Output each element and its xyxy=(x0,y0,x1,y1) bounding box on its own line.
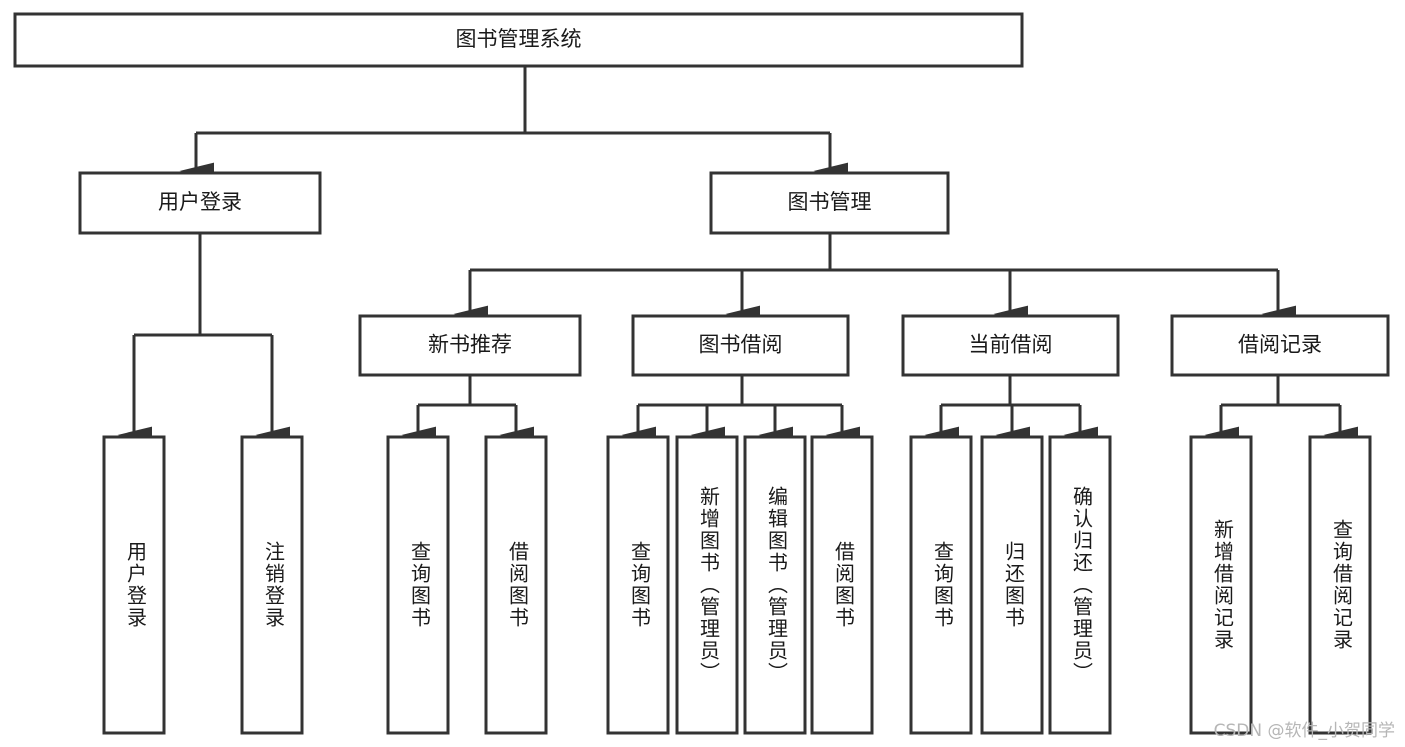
level3-node-book-borrow[interactable]: 图书借阅 xyxy=(631,314,850,377)
node-box[interactable] xyxy=(606,435,670,735)
leaf-node-leaf-user-login[interactable]: 用户登录 xyxy=(102,435,166,735)
leaf-node-leaf-query-book-2[interactable]: 查询图书 xyxy=(606,435,670,735)
level2-node-user-login[interactable]: 用户登录 xyxy=(78,171,322,235)
root-node-root[interactable]: 图书管理系统 xyxy=(13,12,1024,68)
node-label: 编辑图书（管理员） xyxy=(765,486,789,684)
node-box[interactable] xyxy=(1189,435,1253,735)
node-layer: 图书管理系统用户登录图书管理新书推荐图书借阅当前借阅借阅记录用户登录注销登录查询… xyxy=(13,12,1390,735)
node-box[interactable] xyxy=(980,435,1044,735)
node-label: 注销登录 xyxy=(262,541,286,629)
node-label: 新增借阅记录 xyxy=(1211,519,1235,651)
node-box[interactable] xyxy=(13,12,1024,68)
node-box[interactable] xyxy=(78,171,322,235)
leaf-node-leaf-return-book[interactable]: 归还图书 xyxy=(980,435,1044,735)
level3-node-new-book-recommend[interactable]: 新书推荐 xyxy=(358,314,582,377)
node-box[interactable] xyxy=(1170,314,1390,377)
leaf-node-leaf-query-book-1[interactable]: 查询图书 xyxy=(386,435,450,735)
node-box[interactable] xyxy=(102,435,166,735)
node-box[interactable] xyxy=(358,314,582,377)
node-box[interactable] xyxy=(709,171,950,235)
leaf-node-leaf-add-book[interactable]: 新增图书（管理员） xyxy=(675,435,739,735)
level3-node-borrow-record[interactable]: 借阅记录 xyxy=(1170,314,1390,377)
node-label: 图书借阅 xyxy=(699,333,783,357)
leaf-node-leaf-query-record[interactable]: 查询借阅记录 xyxy=(1308,435,1372,735)
leaf-node-leaf-borrow-book-1[interactable]: 借阅图书 xyxy=(484,435,548,735)
node-box[interactable] xyxy=(386,435,450,735)
node-label: 查询图书 xyxy=(408,541,432,629)
leaf-node-leaf-add-record[interactable]: 新增借阅记录 xyxy=(1189,435,1253,735)
node-box[interactable] xyxy=(1048,435,1112,735)
node-box[interactable] xyxy=(909,435,973,735)
node-box[interactable] xyxy=(240,435,304,735)
node-box[interactable] xyxy=(901,314,1120,377)
node-label: 图书管理 xyxy=(788,190,872,214)
connector-layer xyxy=(117,66,1358,444)
node-label: 查询图书 xyxy=(931,541,955,629)
node-label: 用户登录 xyxy=(158,190,242,214)
leaf-node-leaf-confirm-return[interactable]: 确认归还（管理员） xyxy=(1048,435,1112,735)
node-label: 归还图书 xyxy=(1002,541,1026,629)
node-label: 用户登录 xyxy=(124,541,148,629)
node-label: 新书推荐 xyxy=(428,333,512,357)
node-box[interactable] xyxy=(810,435,874,735)
node-label: 当前借阅 xyxy=(969,333,1053,357)
node-label: 借阅图书 xyxy=(506,541,530,629)
node-label: 查询图书 xyxy=(628,541,652,629)
node-box[interactable] xyxy=(631,314,850,377)
leaf-node-leaf-borrow-book-2[interactable]: 借阅图书 xyxy=(810,435,874,735)
node-label: 新增图书（管理员） xyxy=(697,486,721,684)
level2-node-book-management[interactable]: 图书管理 xyxy=(709,171,950,235)
node-label: 借阅记录 xyxy=(1238,333,1322,357)
node-box[interactable] xyxy=(484,435,548,735)
level3-node-current-borrow[interactable]: 当前借阅 xyxy=(901,314,1120,377)
leaf-node-leaf-query-book-3[interactable]: 查询图书 xyxy=(909,435,973,735)
node-label: 查询借阅记录 xyxy=(1330,519,1354,651)
node-label: 图书管理系统 xyxy=(456,27,582,51)
node-label: 确认归还（管理员） xyxy=(1070,486,1094,684)
node-label: 借阅图书 xyxy=(832,541,856,629)
node-box[interactable] xyxy=(743,435,807,735)
leaf-node-leaf-edit-book[interactable]: 编辑图书（管理员） xyxy=(743,435,807,735)
node-box[interactable] xyxy=(675,435,739,735)
node-box[interactable] xyxy=(1308,435,1372,735)
leaf-node-leaf-logout[interactable]: 注销登录 xyxy=(240,435,304,735)
